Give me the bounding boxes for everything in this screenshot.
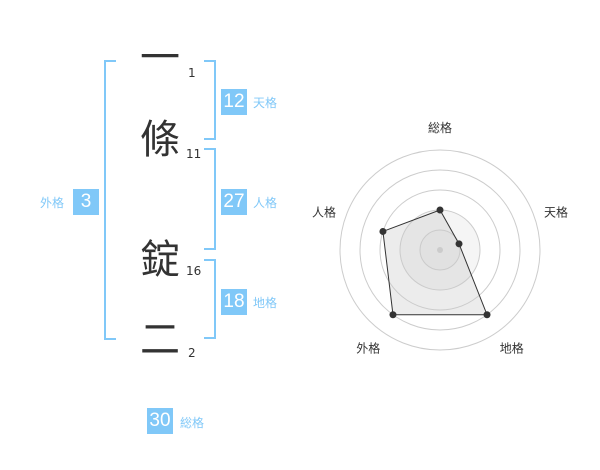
name-char-3: 錠 (140, 237, 180, 283)
jinkaku-bracket (204, 148, 216, 250)
soukaku-value: 30 (147, 408, 173, 434)
radar-ring-3 (379, 189, 501, 311)
radar-axis-label-4: 人格 (312, 204, 336, 219)
tenkaku-label: 天格 (253, 96, 278, 110)
radar-point-1 (455, 240, 463, 248)
tenkaku-value: 12 (221, 89, 247, 115)
stroke-count-1: 1 (188, 66, 196, 80)
stroke-count-4: 2 (188, 346, 196, 360)
radar-axis-label-1: 天格 (544, 204, 568, 219)
radar-center-dot (437, 247, 443, 253)
radar-ring-5 (339, 149, 541, 351)
name-char-4: 二 (140, 317, 180, 363)
name-char-1: 一 (140, 35, 180, 81)
gaikaku-bracket (104, 60, 116, 340)
stroke-count-3: 16 (186, 264, 202, 278)
jinkaku-value: 27 (221, 189, 247, 215)
gaikaku-value: 3 (73, 189, 99, 215)
gaikaku-label: 外格 (40, 196, 65, 210)
chikaku-label: 地格 (253, 296, 278, 310)
tenkaku-bracket (204, 60, 216, 140)
radar-axis-label-2: 地格 (500, 341, 524, 356)
chikaku-value: 18 (221, 289, 247, 315)
jinkaku-label: 人格 (253, 196, 278, 210)
radar-axis-label-0: 総格 (428, 120, 452, 135)
radar-point-3 (389, 311, 397, 319)
name-char-2: 條 (140, 117, 180, 163)
radar-series-polygon (382, 209, 488, 316)
soukaku-label: 総格 (180, 416, 205, 430)
chikaku-bracket (204, 259, 216, 339)
stroke-count-2: 11 (186, 147, 202, 161)
radar-point-4 (379, 227, 387, 235)
radar-point-2 (483, 311, 491, 319)
radar-axis-label-3: 外格 (356, 341, 380, 356)
radar-ring-4 (359, 169, 521, 331)
radar-point-0 (436, 206, 444, 214)
